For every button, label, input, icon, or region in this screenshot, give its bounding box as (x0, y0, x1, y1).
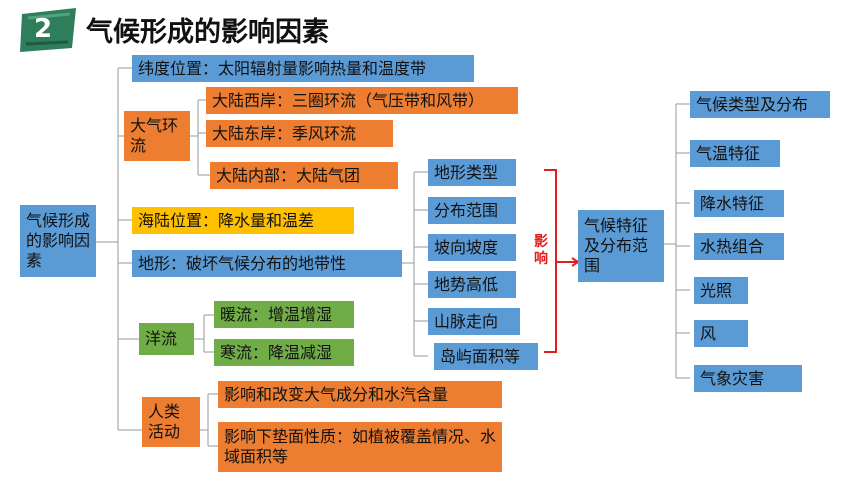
atmosphere-west-coast: 大陆西岸：三圈环流（气压带和风带） (206, 87, 518, 114)
terrain-slope: 坡向坡度 (428, 234, 516, 261)
page-title: 气候形成的影响因素 (86, 17, 329, 48)
terrain-type: 地形类型 (428, 159, 516, 186)
root-node: 气候形成的影响因素 (20, 205, 96, 277)
human-surface: 影响下垫面性质：如植被覆盖情况、水域面积等 (218, 422, 502, 472)
factor-human-activity: 人类活动 (142, 397, 200, 447)
terrain-distribution: 分布范围 (428, 197, 516, 224)
section-badge-icon (20, 8, 76, 52)
factor-terrain: 地形：破坏气候分布的地带性 (132, 250, 402, 277)
climate-precipitation: 降水特征 (694, 190, 784, 217)
current-warm: 暖流：增温增湿 (214, 301, 354, 328)
climate-type: 气候类型及分布 (690, 91, 830, 118)
climate-hazards: 气象灾害 (694, 365, 802, 392)
factor-atmosphere: 大气环流 (124, 111, 190, 161)
factor-ocean-current: 洋流 (139, 323, 194, 355)
current-cold: 寒流：降温减湿 (214, 339, 354, 366)
terrain-island-area: 岛屿面积等 (434, 343, 538, 370)
climate-temperature: 气温特征 (690, 140, 780, 167)
climate-water-heat: 水热组合 (694, 233, 784, 260)
factor-land-sea: 海陆位置：降水量和温差 (132, 207, 354, 234)
terrain-mountain-trend: 山脉走向 (428, 308, 520, 335)
terrain-elevation: 地势高低 (428, 271, 516, 298)
atmosphere-east-coast: 大陆东岸：季风环流 (206, 120, 393, 147)
influence-label: 影响 (534, 234, 548, 267)
climate-wind: 风 (694, 320, 748, 347)
climate-sunlight: 光照 (694, 277, 748, 304)
human-atmosphere: 影响和改变大气成分和水汽含量 (218, 381, 502, 408)
atmosphere-inland: 大陆内部：大陆气团 (210, 162, 398, 189)
section-number: 2 (34, 14, 53, 44)
climate-node: 气候特征及分布范围 (578, 210, 664, 282)
factor-latitude: 纬度位置：太阳辐射量影响热量和温度带 (132, 55, 474, 82)
